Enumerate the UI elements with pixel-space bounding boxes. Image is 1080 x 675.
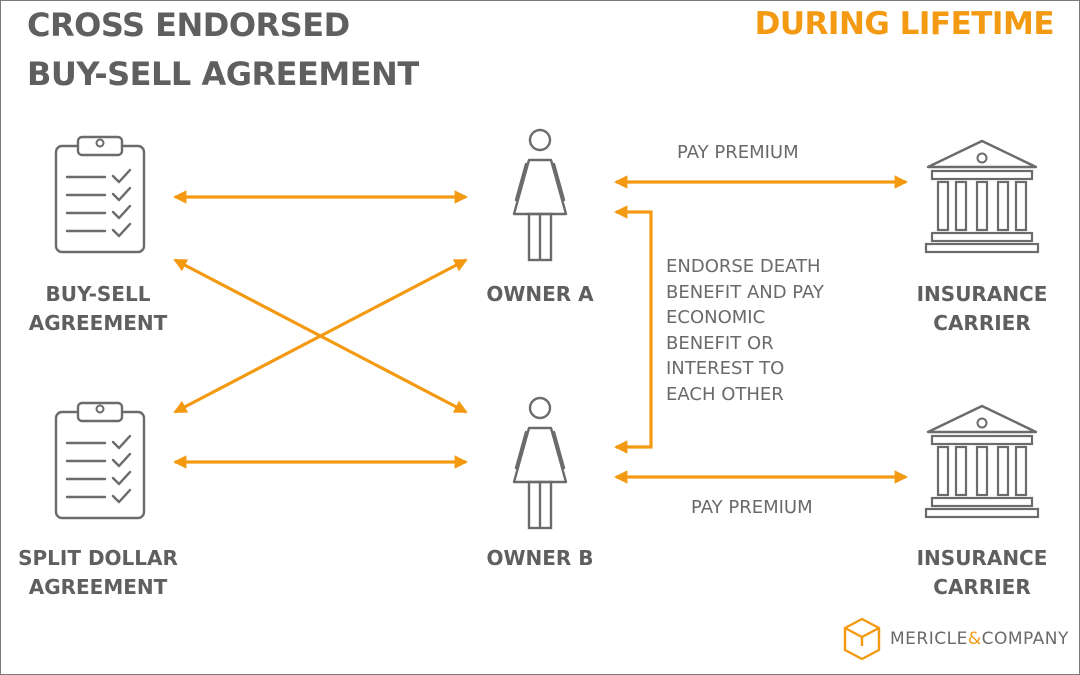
arrow-owner-a-owner-b-endorse <box>613 205 653 454</box>
pay-premium-b-label: PAY PREMIUM <box>691 497 813 518</box>
carrier-b-bank-building-icon <box>924 404 1040 519</box>
title-line-1: CROSS ENDORSED <box>27 6 350 44</box>
buy-sell-clipboard-icon <box>54 135 146 254</box>
owner-b-label: OWNER B <box>486 546 594 570</box>
owner-a-person-icon <box>512 128 568 262</box>
arrow-splitdollar-owner-a <box>173 258 468 414</box>
owner-a-label: OWNER A <box>486 282 594 306</box>
endorse-benefit-label: ENDORSE DEATH BENEFIT AND PAY ECONOMIC B… <box>666 256 824 405</box>
owner-b-person-icon <box>512 396 568 530</box>
brand-name: MERICLE&COMPANY <box>890 629 1069 649</box>
title-line-2: BUY-SELL AGREEMENT <box>27 55 419 93</box>
cube-logo-icon <box>843 617 881 661</box>
carrier-a-bank-building-icon <box>924 139 1040 254</box>
phase-label: DURING LIFETIME <box>754 6 1055 42</box>
pay-premium-a-label: PAY PREMIUM <box>677 142 799 163</box>
brand-logo: MERICLE&COMPANY <box>842 617 1069 661</box>
split-dollar-clipboard-icon <box>54 401 146 520</box>
